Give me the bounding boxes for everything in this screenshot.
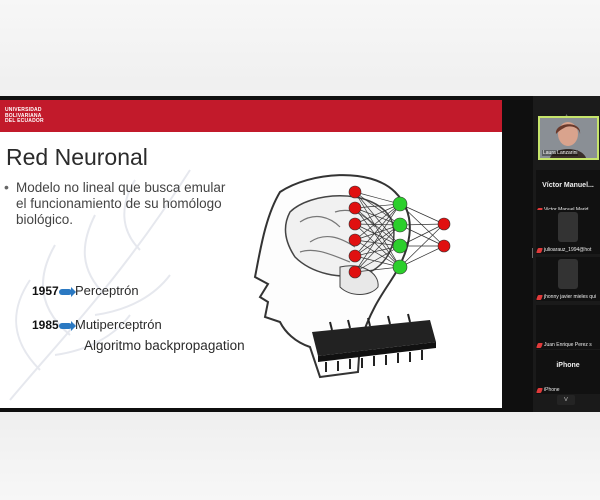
- muted-mic-icon: [536, 247, 543, 253]
- participant-big-name: iPhone: [556, 362, 580, 369]
- presentation-slide: UNIVERSIDAD BOLIVARIANA DEL ECUADOR Red …: [0, 100, 502, 408]
- muted-mic-icon: [536, 294, 543, 300]
- year-1985: 1985: [32, 318, 59, 332]
- arrow-right-icon: [59, 321, 76, 331]
- speaker-face-image: [540, 118, 597, 158]
- panel-footer: ˅: [533, 392, 600, 408]
- participant-label: jhonny javier mieles qui: [544, 294, 596, 300]
- participant-label: Juan Enrique Perez s: [544, 342, 592, 348]
- active-speaker-name: Laura Lanzarini: [542, 150, 579, 156]
- participant-tile[interactable]: Víctor Manuel... Victor Manuel Marid: [536, 170, 600, 214]
- participant-tile[interactable]: Juan Enrique Perez s: [536, 305, 600, 349]
- participant-label: julioarauz_1994@hot: [544, 247, 592, 253]
- participant-tile[interactable]: julioarauz_1994@hot: [536, 210, 600, 254]
- slide-bullet-text: Modelo no lineal que busca emular el fun…: [16, 180, 226, 227]
- term-perceptron: Perceptrón: [75, 283, 139, 298]
- slide-title: Red Neuronal: [6, 144, 148, 170]
- participant-label: iPhone: [544, 387, 560, 393]
- participant-big-name: Víctor Manuel...: [542, 182, 594, 189]
- muted-mic-icon: [536, 342, 543, 348]
- panel-resize-handle[interactable]: [532, 248, 533, 258]
- participant-video: [558, 212, 578, 242]
- participant-tile[interactable]: iPhone iPhone: [536, 350, 600, 394]
- bullet-dot-icon: •: [4, 179, 9, 195]
- top-bar: [0, 0, 600, 96]
- arrow-right-icon: [59, 287, 76, 297]
- active-speaker-video[interactable]: Laura Lanzarini: [538, 116, 599, 160]
- participant-video: [558, 259, 578, 289]
- year-1957: 1957: [32, 284, 59, 298]
- bottom-bar: [0, 412, 600, 500]
- chevron-down-icon[interactable]: ˅: [557, 395, 575, 405]
- term-multiperceptron: Mutiperceptrón: [75, 317, 162, 332]
- participant-tile[interactable]: jhonny javier mieles qui: [536, 257, 600, 301]
- algorithm-text: Algoritmo backpropagation: [84, 338, 245, 353]
- university-logo: UNIVERSIDAD BOLIVARIANA DEL ECUADOR: [5, 107, 44, 124]
- slide-header-bar: [0, 100, 502, 132]
- neural-network-brain-illustration: [253, 174, 451, 379]
